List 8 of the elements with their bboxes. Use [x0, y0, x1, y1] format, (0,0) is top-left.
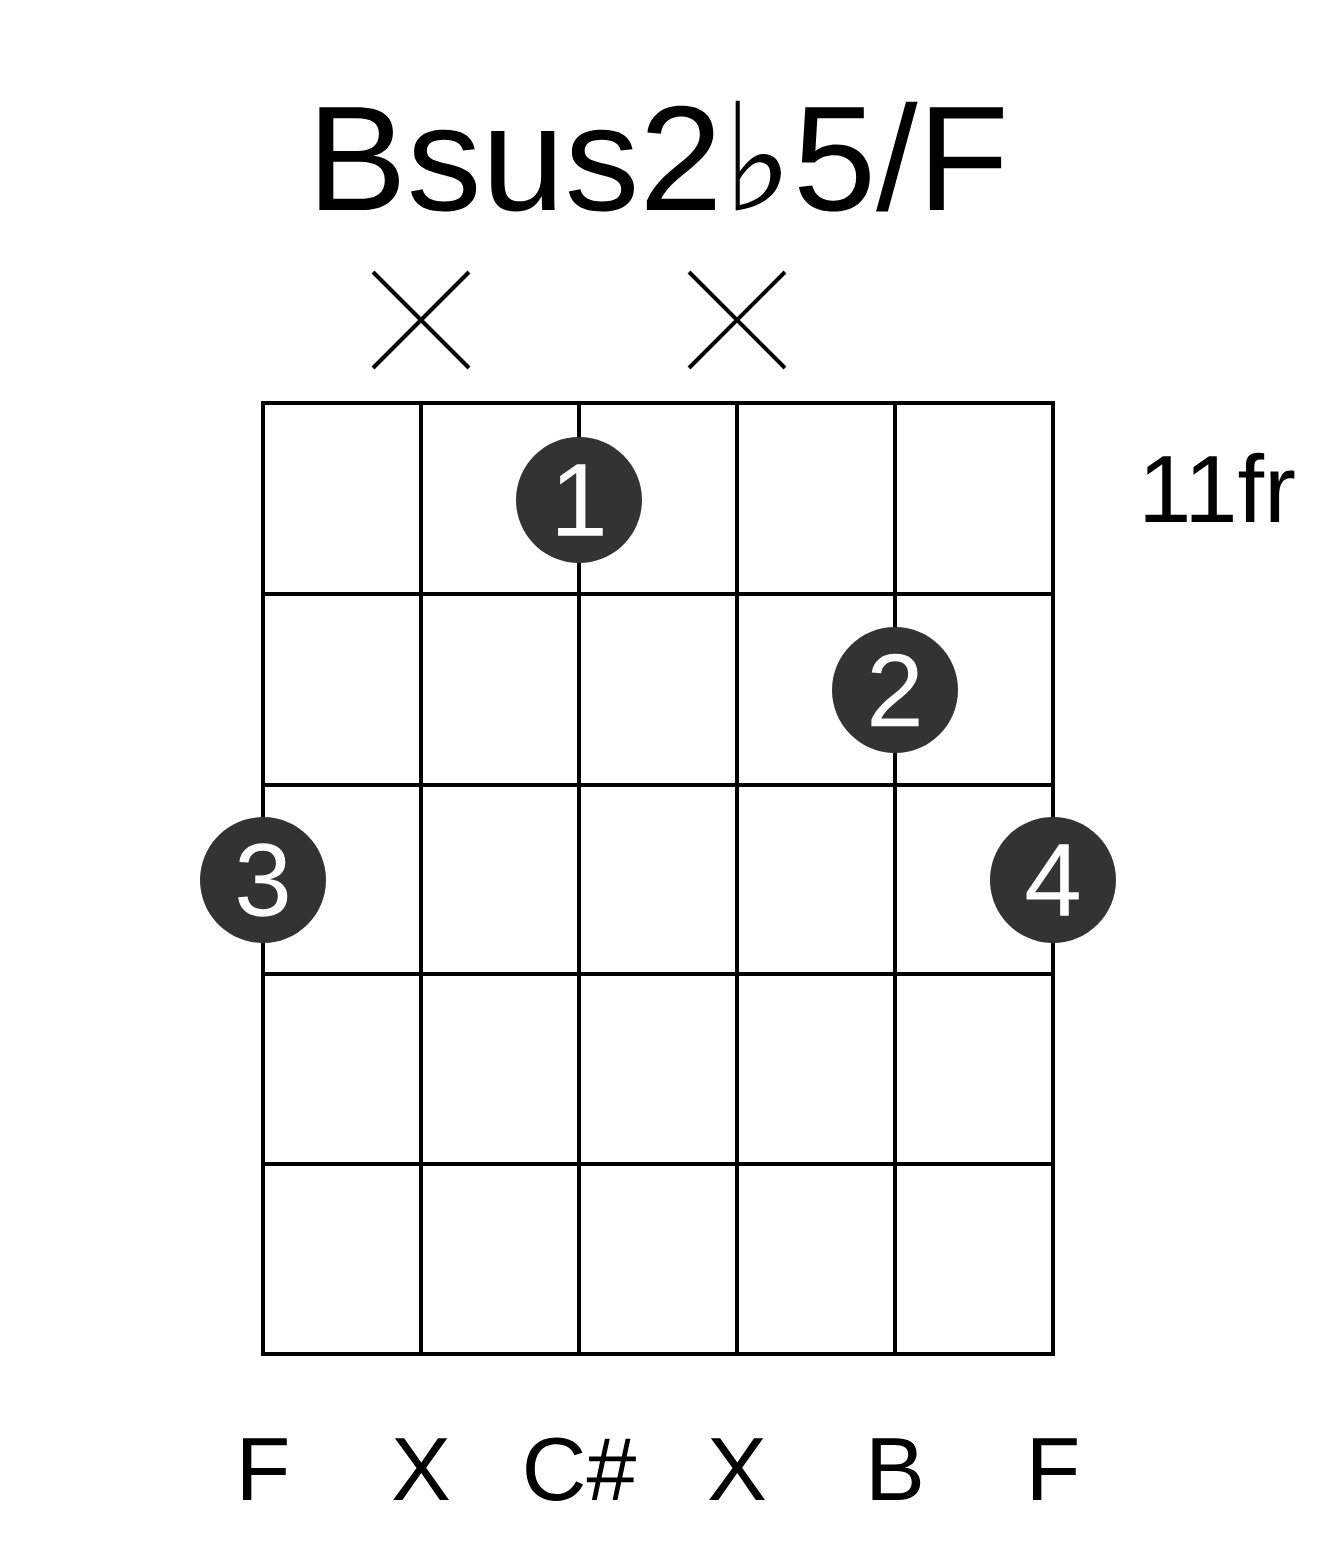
string-label: F [243, 1438, 287, 1500]
string-label: X [709, 1438, 765, 1500]
string-label: X [393, 1438, 449, 1500]
chord-title: Bsus2♭5/F [319, 100, 1003, 212]
string-label: F [1033, 1438, 1077, 1500]
string-label: C# [526, 1437, 636, 1501]
fret-number: 11fr [1145, 452, 1295, 522]
string-label: B [872, 1438, 921, 1500]
